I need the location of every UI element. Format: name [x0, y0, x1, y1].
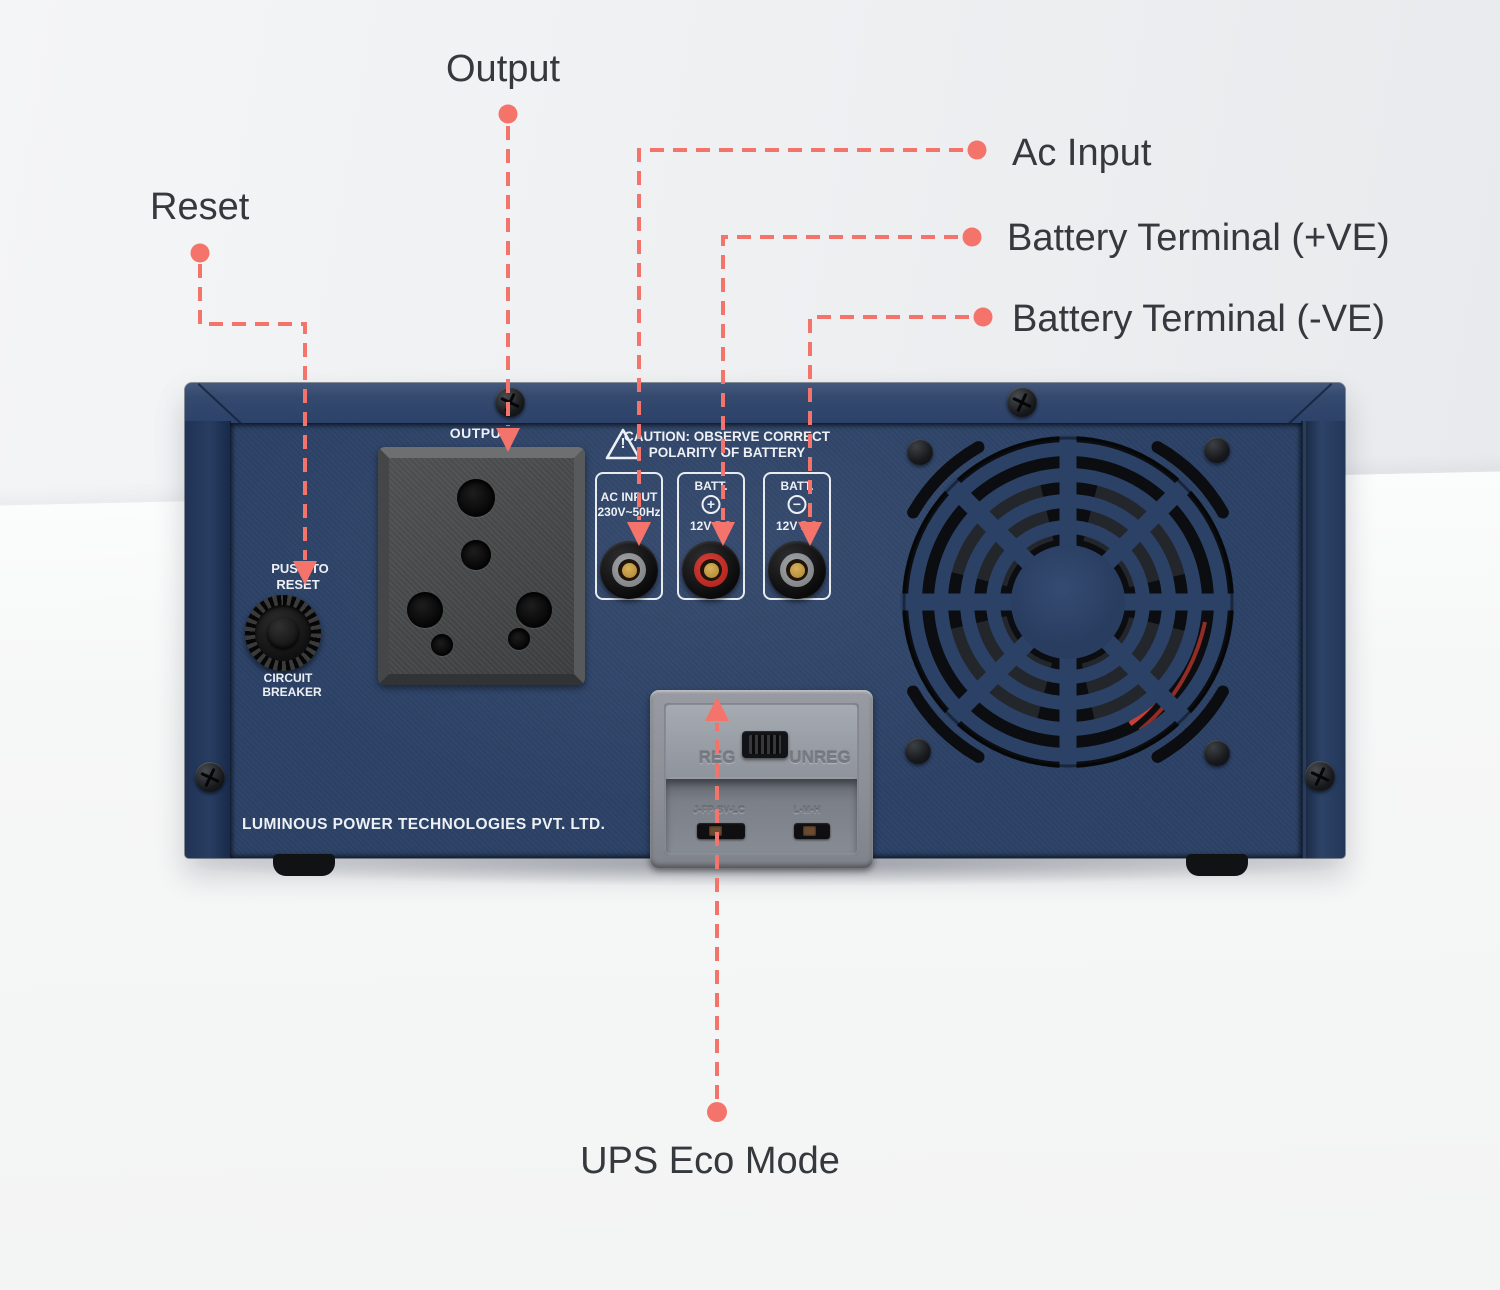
- eco-panel-top-section: REG UNREG: [666, 705, 857, 777]
- fan-blades: [947, 481, 1189, 723]
- eco-mode-switch-panel: REG UNREG J-FP-SV-LC L-M-H: [650, 690, 873, 868]
- battery-negative-label: Battery Terminal (-VE): [1012, 298, 1386, 340]
- unreg-label: UNREG: [789, 748, 851, 767]
- reset-label: Reset: [150, 186, 250, 228]
- ac-input-terminal-box: AC INPUT 230V~50Hz: [595, 472, 663, 600]
- grille-center-disc: [1011, 545, 1125, 659]
- left-dip-switch: [697, 823, 745, 839]
- push-to-reset-label-line2: RESET: [276, 577, 320, 592]
- socket-hole-bottom-left: [407, 592, 443, 628]
- output-label: Output: [446, 48, 561, 90]
- dark-wire: [1138, 621, 1207, 732]
- screw-top-right: [1007, 387, 1037, 417]
- grille-edge: [902, 436, 1234, 768]
- plus-icon: +: [701, 495, 721, 514]
- fan-rivet-top-right: [1204, 437, 1230, 463]
- ac-input-leader-dot: [967, 140, 987, 160]
- right-dip-switch: [794, 823, 830, 839]
- ac-input-terminal: [600, 541, 658, 599]
- push-to-reset-label-line1: PUSH TO: [271, 561, 329, 576]
- battery-negative-terminal: [768, 541, 826, 599]
- top-right-seam: [1287, 383, 1333, 426]
- caution-text-line2: POLARITY OF BATTERY: [648, 445, 806, 460]
- socket-hole-small-left: [431, 634, 453, 656]
- rubber-foot-left: [273, 854, 335, 876]
- circuit-breaker-button: [245, 595, 321, 671]
- top-left-seam: [197, 383, 243, 426]
- eco-panel-recess: J-FP-SV-LC L-M-H: [666, 779, 857, 853]
- ac-terminal-ring: [612, 553, 646, 587]
- positive-terminal-ring: [694, 553, 728, 587]
- reg-unreg-slide-switch: [742, 731, 788, 758]
- reg-label: REG: [698, 748, 736, 767]
- fan-rivet-bottom-left: [905, 738, 931, 764]
- rubber-foot-right: [1186, 854, 1248, 876]
- socket-hole-small-right: [508, 628, 530, 650]
- battery-positive-terminal: [682, 541, 740, 599]
- screw-top-left: [495, 387, 525, 417]
- inverter-back-panel: OUTPUT PUSH TO RESET CIRCUIT BREAKER: [185, 383, 1345, 876]
- batt-neg-rating: 12V DC: [775, 519, 819, 533]
- battery-positive-label: Battery Terminal (+VE): [1007, 217, 1390, 259]
- negative-terminal-ring: [780, 553, 814, 587]
- fan-rivet-bottom-right: [1204, 740, 1230, 766]
- cooling-fan-grille: [900, 434, 1236, 770]
- minus-icon: −: [787, 495, 807, 514]
- warning-exclamation: !: [620, 435, 626, 452]
- device-right-face: [1301, 421, 1345, 858]
- battery-neg-leader-dot: [973, 307, 993, 327]
- reset-leader-dot: [190, 243, 210, 263]
- right-dip-switch-label: L-M-H: [793, 805, 821, 816]
- screw-bottom-right: [1305, 761, 1335, 791]
- brand-text: LUMINOUS POWER TECHNOLOGIES PVT. LTD.: [242, 816, 606, 833]
- battery-pos-leader-dot: [962, 227, 982, 247]
- batt-pos-rating: 12V DC: [689, 519, 733, 533]
- output-leader-dot: [498, 104, 518, 124]
- circuit-breaker-label-line1: CIRCUIT: [263, 671, 313, 685]
- eco-panel-inner: REG UNREG J-FP-SV-LC L-M-H: [664, 703, 859, 856]
- batt-neg-title: BATT.: [780, 479, 814, 493]
- device-left-face: [185, 421, 231, 858]
- socket-hole-top: [457, 479, 495, 517]
- caution-text-line1: CAUTION: OBSERVE CORRECT: [623, 429, 830, 444]
- ac-input-label-line1: AC INPUT: [600, 490, 658, 504]
- ups-eco-mode-label: UPS Eco Mode: [580, 1140, 840, 1182]
- circuit-breaker-label-line2: BREAKER: [262, 685, 322, 699]
- ac-input-label-line2: 230V~50Hz: [597, 505, 661, 519]
- ac-input-label: Ac Input: [1012, 132, 1152, 174]
- batt-pos-title: BATT.: [694, 479, 728, 493]
- warning-triangle-icon: !: [605, 428, 641, 460]
- output-socket-label: OUTPUT: [449, 425, 511, 441]
- output-socket: [378, 447, 585, 685]
- fan-rivet-top-left: [907, 439, 933, 465]
- socket-hole-bottom-right: [516, 592, 552, 628]
- battery-negative-terminal-box: BATT. − 12V DC: [763, 472, 831, 600]
- screw-bottom-left: [195, 762, 225, 792]
- left-dip-switch-label: J-FP-SV-LC: [693, 805, 745, 816]
- battery-positive-terminal-box: BATT. + 12V DC: [677, 472, 745, 600]
- socket-hole-middle: [461, 540, 491, 570]
